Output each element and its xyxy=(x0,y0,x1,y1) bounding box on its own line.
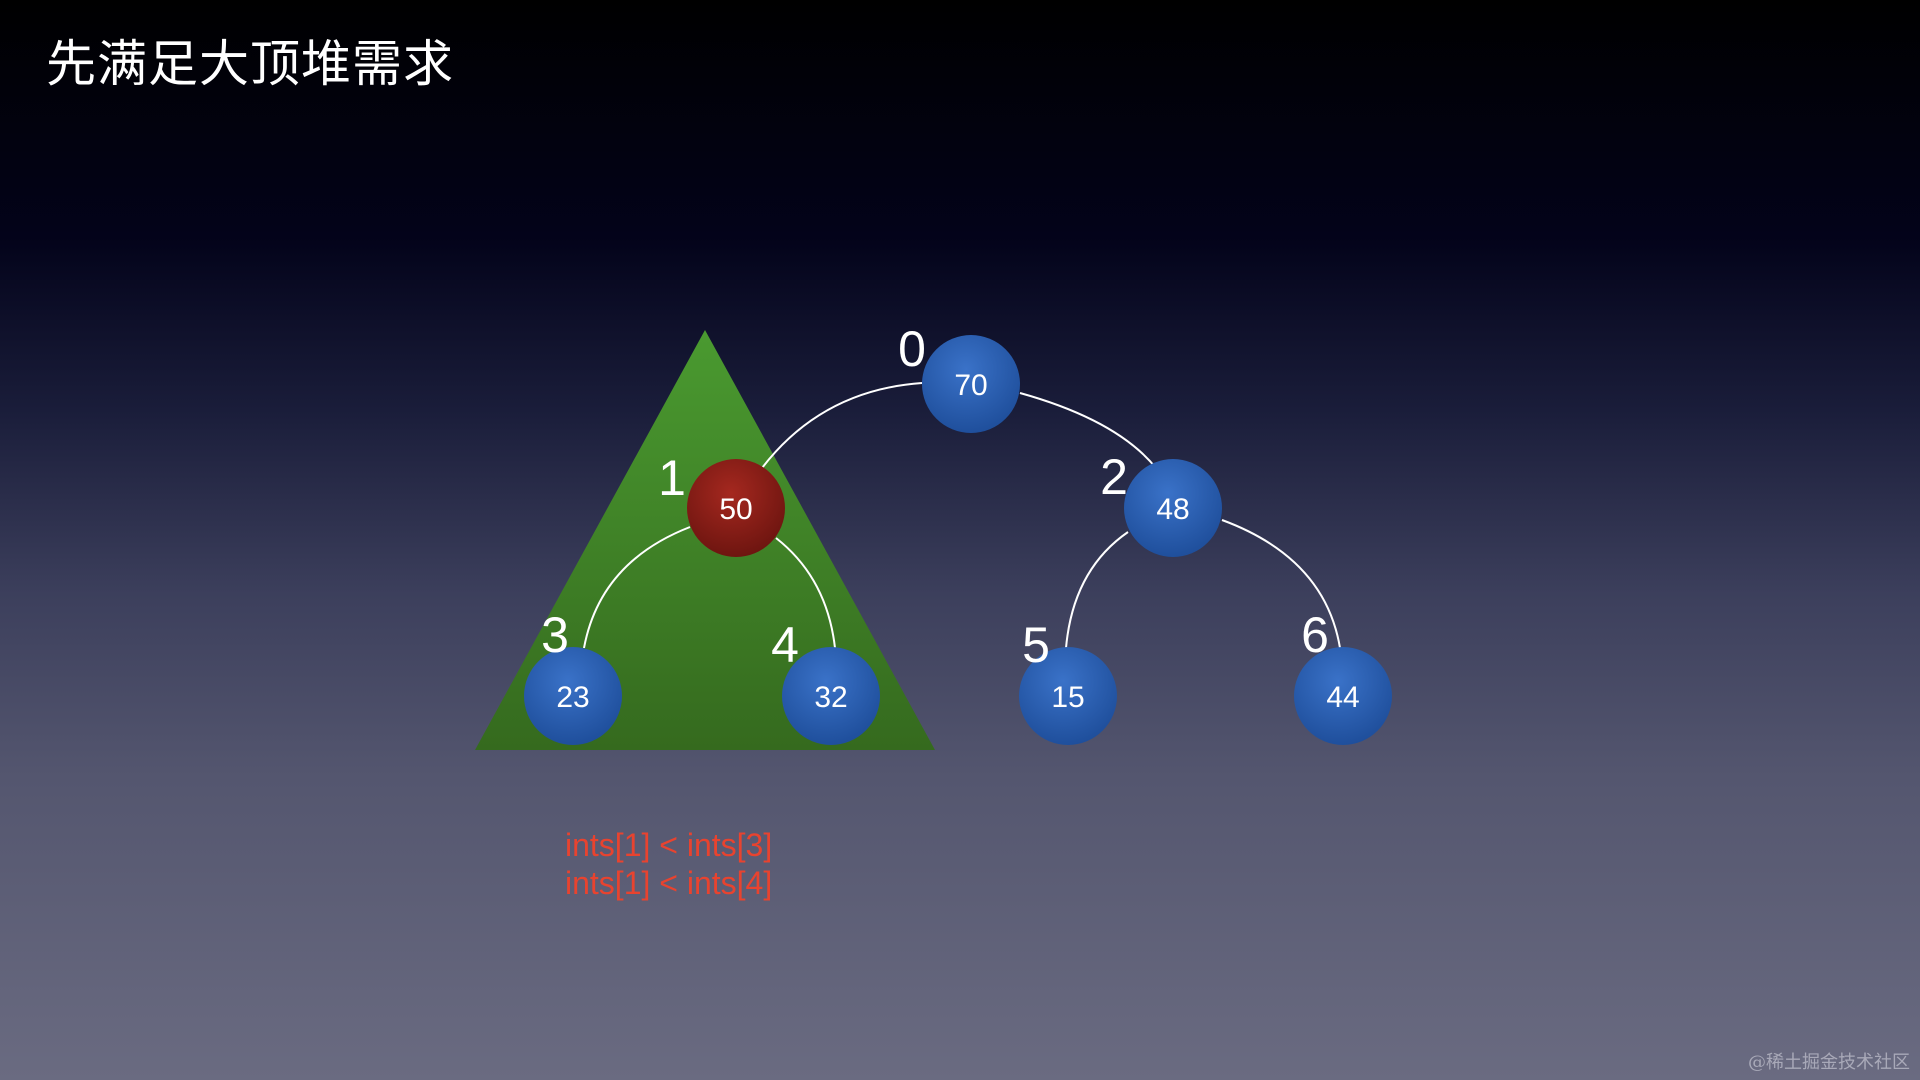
node-circle xyxy=(1294,647,1392,745)
edge-0-1 xyxy=(761,382,923,469)
edge-2-5 xyxy=(1065,531,1129,649)
node-index: 2 xyxy=(1100,449,1128,505)
comparison-conditions: ints[1] < ints[3] ints[1] < ints[4] xyxy=(565,826,772,902)
edge-1-4 xyxy=(775,537,836,649)
watermark: @稀土掘金技术社区 xyxy=(1748,1052,1910,1073)
condition-line-1: ints[1] < ints[3] xyxy=(565,827,773,863)
node-index: 4 xyxy=(771,617,799,673)
edge-2-6 xyxy=(1221,519,1341,649)
node-circle xyxy=(687,459,785,557)
node-value: 15 xyxy=(1051,681,1084,714)
heap-node-5: 15 5 xyxy=(1019,617,1117,745)
node-circle xyxy=(782,647,880,745)
edge-1-3 xyxy=(583,526,691,649)
node-index: 6 xyxy=(1301,607,1329,663)
heap-node-4: 32 4 xyxy=(771,617,880,745)
node-index: 1 xyxy=(658,450,686,506)
node-index: 0 xyxy=(898,321,926,377)
node-value: 23 xyxy=(556,681,589,714)
heap-node-0: 70 0 xyxy=(898,321,1020,433)
heap-node-1: 50 1 xyxy=(658,450,785,557)
tree-edges xyxy=(583,382,1341,649)
heap-node-3: 23 3 xyxy=(524,607,622,745)
slide-title: 先满足大顶堆需求 xyxy=(46,35,454,93)
node-index: 3 xyxy=(541,607,569,663)
node-value: 48 xyxy=(1156,493,1189,526)
node-value: 44 xyxy=(1326,681,1359,714)
edge-0-2 xyxy=(1019,392,1157,469)
heap-node-6: 44 6 xyxy=(1294,607,1392,745)
heap-node-2: 48 2 xyxy=(1100,449,1222,557)
node-circle xyxy=(524,647,622,745)
node-value: 50 xyxy=(719,493,752,526)
node-circle xyxy=(922,335,1020,433)
node-index: 5 xyxy=(1022,617,1050,673)
node-circle xyxy=(1019,647,1117,745)
node-circle xyxy=(1124,459,1222,557)
node-value: 70 xyxy=(954,369,987,402)
node-value: 32 xyxy=(814,681,847,714)
condition-line-2: ints[1] < ints[4] xyxy=(565,865,773,901)
